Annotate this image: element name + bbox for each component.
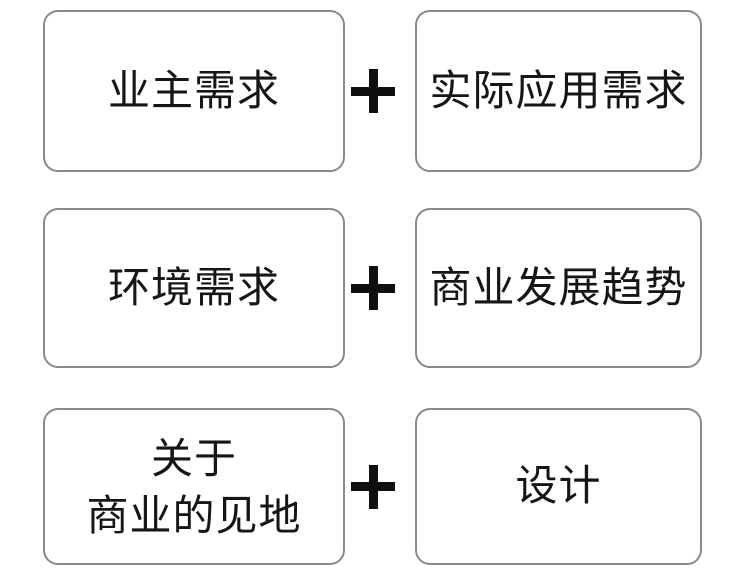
plus-vertical-bar	[368, 266, 378, 310]
equation-row-3: 关于 商业的见地 设计	[0, 408, 749, 565]
box-business-development-trends-label: 商业发展趋势	[429, 263, 688, 311]
box-design-label: 设计	[515, 462, 602, 510]
box-business-insight-label: 关于 商业的见地	[86, 430, 301, 544]
box-business-insight-line1: 关于	[150, 434, 237, 482]
equation-row-2: 环境需求 商业发展趋势	[0, 208, 749, 368]
plus-icon	[351, 464, 395, 509]
box-business-insight-line2: 商业的见地	[86, 491, 302, 539]
plus-vertical-bar	[368, 69, 378, 113]
box-practical-application-needs-label: 实际应用需求	[429, 66, 688, 114]
box-business-insight: 关于 商业的见地	[43, 408, 345, 565]
box-environment-needs-label: 环境需求	[107, 263, 280, 311]
plus-vertical-bar	[368, 464, 378, 509]
box-business-development-trends: 商业发展趋势	[415, 208, 702, 368]
box-owner-needs: 业主需求	[43, 10, 345, 172]
box-owner-needs-label: 业主需求	[107, 66, 280, 114]
equation-row-1: 业主需求 实际应用需求	[0, 10, 749, 172]
box-environment-needs: 环境需求	[43, 208, 345, 368]
plus-icon	[351, 266, 395, 310]
box-practical-application-needs: 实际应用需求	[415, 10, 702, 172]
plus-icon	[351, 69, 395, 113]
box-design: 设计	[415, 408, 702, 565]
